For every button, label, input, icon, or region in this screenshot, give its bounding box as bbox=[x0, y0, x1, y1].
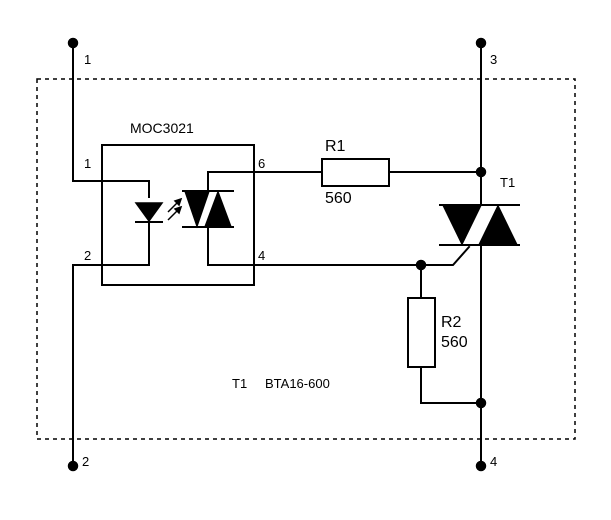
r2-value: 560 bbox=[441, 334, 468, 351]
terminal-4-dot bbox=[475, 460, 487, 472]
wire-terminal1-to-led bbox=[72, 42, 150, 198]
terminal-1-dot bbox=[67, 37, 79, 49]
junction-cathode bbox=[475, 397, 487, 409]
junction-anode bbox=[475, 166, 487, 178]
opto-pin-6-label: 6 bbox=[258, 156, 265, 171]
triac-t1-icon bbox=[439, 204, 520, 246]
opto-triac-icon bbox=[182, 189, 234, 229]
opto-pin-1-label: 1 bbox=[84, 156, 91, 171]
resistor-r2 bbox=[407, 297, 436, 368]
terminal-2-label: 2 bbox=[82, 454, 89, 469]
note-part: BTA16-600 bbox=[265, 376, 330, 391]
resistor-r1 bbox=[321, 158, 390, 187]
optocoupler-name: MOC3021 bbox=[130, 120, 194, 136]
wire-opto-to-r1 bbox=[207, 171, 323, 191]
terminal-3-label: 3 bbox=[490, 52, 497, 67]
wire-opto-to-gate-node bbox=[207, 227, 422, 266]
light-arrows-icon bbox=[167, 197, 183, 221]
wire-gate bbox=[420, 245, 471, 266]
terminal-4-label: 4 bbox=[490, 454, 497, 469]
opto-pin-4-label: 4 bbox=[258, 248, 265, 263]
r1-value: 560 bbox=[325, 190, 352, 207]
wire-r2-to-node bbox=[420, 366, 482, 404]
module-boundary bbox=[36, 78, 576, 440]
opto-pin-2-label: 2 bbox=[84, 248, 91, 263]
r2-name: R2 bbox=[441, 314, 462, 331]
note-ref: T1 bbox=[232, 376, 247, 391]
wire-led-to-terminal2 bbox=[72, 221, 150, 467]
optocoupler-package bbox=[101, 144, 255, 286]
led-icon bbox=[134, 202, 164, 223]
r1-name: R1 bbox=[325, 138, 346, 155]
terminal-1-label: 1 bbox=[84, 52, 91, 67]
junction-gate bbox=[415, 259, 427, 271]
triac-t1-name: T1 bbox=[500, 175, 515, 190]
terminal-3-dot bbox=[475, 37, 487, 49]
terminal-2-dot bbox=[67, 460, 79, 472]
